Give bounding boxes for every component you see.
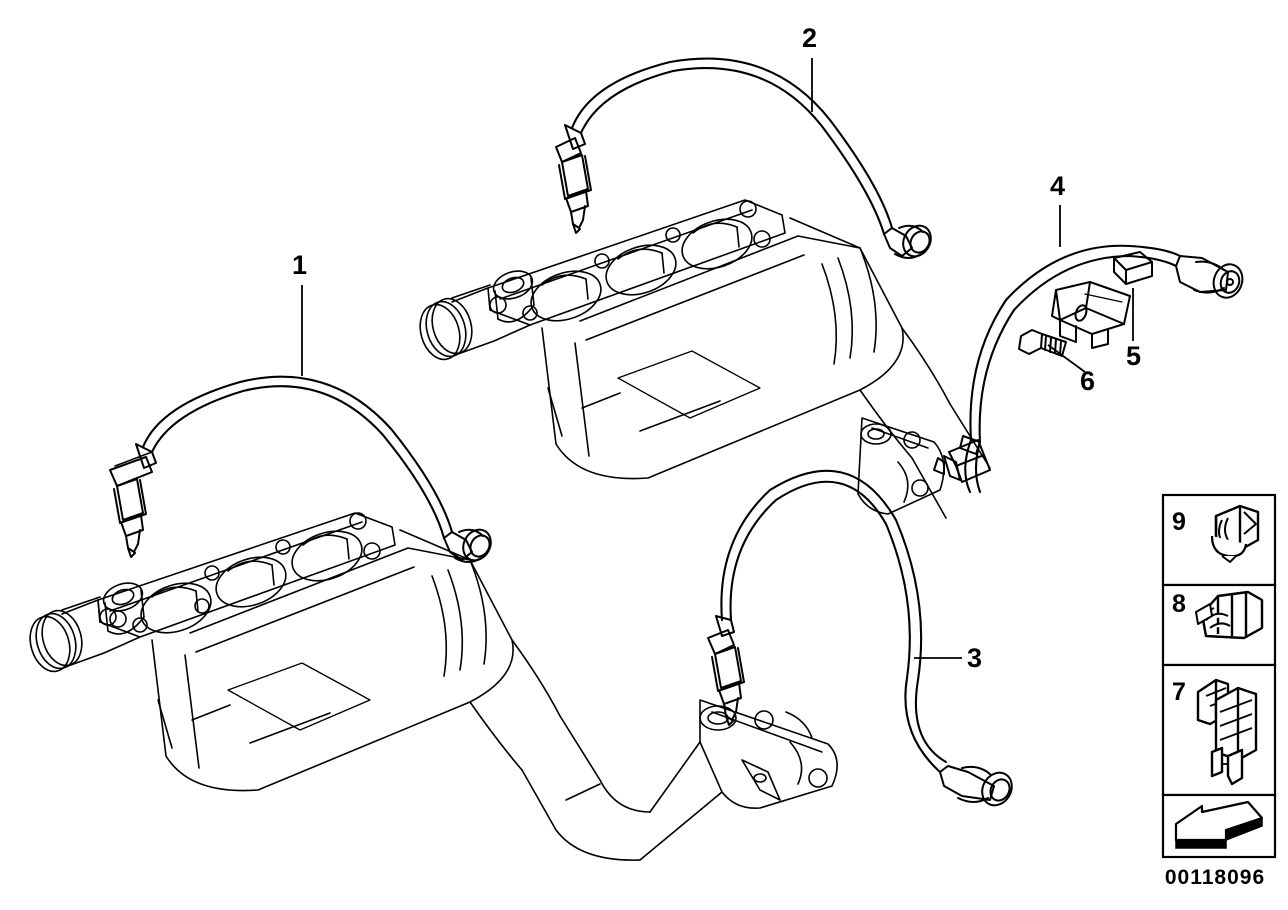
cable-clip-icon xyxy=(1210,504,1260,563)
callout-2: 2 xyxy=(802,23,818,53)
callout-6: 6 xyxy=(1080,366,1096,396)
leader-6 xyxy=(1047,344,1086,373)
legend-number-8: 8 xyxy=(1172,590,1186,618)
oxygen-sensor-3 xyxy=(707,469,1013,807)
callout-3: 3 xyxy=(967,643,983,673)
cable-bracket-icon xyxy=(1195,590,1264,640)
legend-number-7: 7 xyxy=(1172,678,1186,706)
callout-1: 1 xyxy=(292,250,308,280)
arrow-3d-icon xyxy=(1174,800,1264,849)
callout-4: 4 xyxy=(1050,171,1066,201)
callout-5: 5 xyxy=(1126,341,1142,371)
oxygen-sensor-1 xyxy=(109,375,492,563)
oxygen-sensor-cable-4 xyxy=(933,244,1244,494)
exhaust-manifold-left xyxy=(29,512,838,861)
diagram-id-label: 00118096 xyxy=(1164,866,1266,889)
legend-number-9: 9 xyxy=(1172,508,1186,536)
exhaust-manifold-right xyxy=(419,199,991,519)
oxygen-sensor-2 xyxy=(555,57,932,259)
cable-holder-icon xyxy=(1196,678,1258,786)
